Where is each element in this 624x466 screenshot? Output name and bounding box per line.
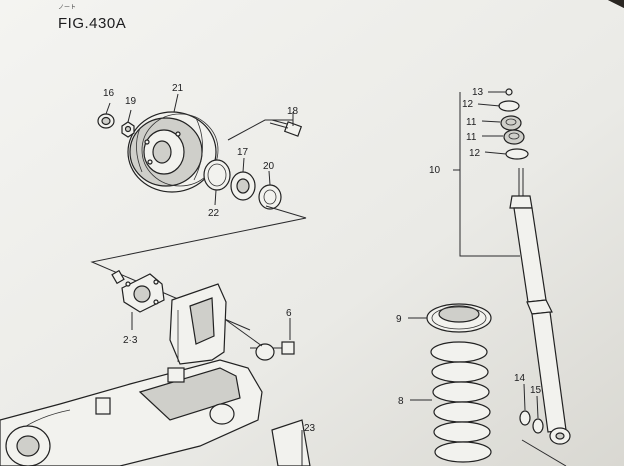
shock-absorber-assembly [453, 88, 571, 466]
callout-11-bottom: 11 [466, 132, 477, 143]
callout-22: 22 [208, 208, 220, 219]
part-6-bolt [250, 341, 295, 361]
hub-and-axle [0, 269, 311, 466]
callout-19: 19 [125, 96, 137, 107]
callout-17: 17 [237, 147, 249, 158]
callout-16: 16 [103, 88, 115, 99]
callout-labels: 16 19 21 18 17 20 22 2·3 6 9 8 10 13 12 … [103, 83, 542, 434]
part-18-bolt [269, 119, 303, 137]
callout-12-top: 12 [462, 99, 474, 110]
page-shadow-edge [608, 0, 624, 8]
part-20-seal [258, 184, 282, 210]
callout-18: 18 [287, 106, 299, 117]
caption-small: ノート [58, 5, 76, 11]
callout-6: 6 [286, 308, 292, 319]
callout-8: 8 [398, 396, 404, 407]
callout-21: 21 [172, 83, 184, 94]
figure-title: FIG.430A [58, 15, 126, 32]
callout-9: 9 [396, 314, 402, 325]
part-15 [532, 418, 544, 434]
callout-20: 20 [263, 161, 275, 172]
callout-12-bottom: 12 [469, 148, 481, 159]
part-14 [519, 410, 531, 426]
callout-10: 10 [429, 165, 441, 176]
callout-15: 15 [530, 385, 542, 396]
callout-13: 13 [472, 87, 484, 98]
callout-23: 23 [304, 423, 316, 434]
part-8-spring [430, 341, 492, 463]
callout-14: 14 [514, 373, 526, 384]
coil-spring-assembly [408, 303, 492, 463]
callout-11-top: 11 [466, 117, 477, 128]
callout-2-3: 2·3 [123, 335, 138, 346]
drum-assembly [90, 93, 307, 331]
